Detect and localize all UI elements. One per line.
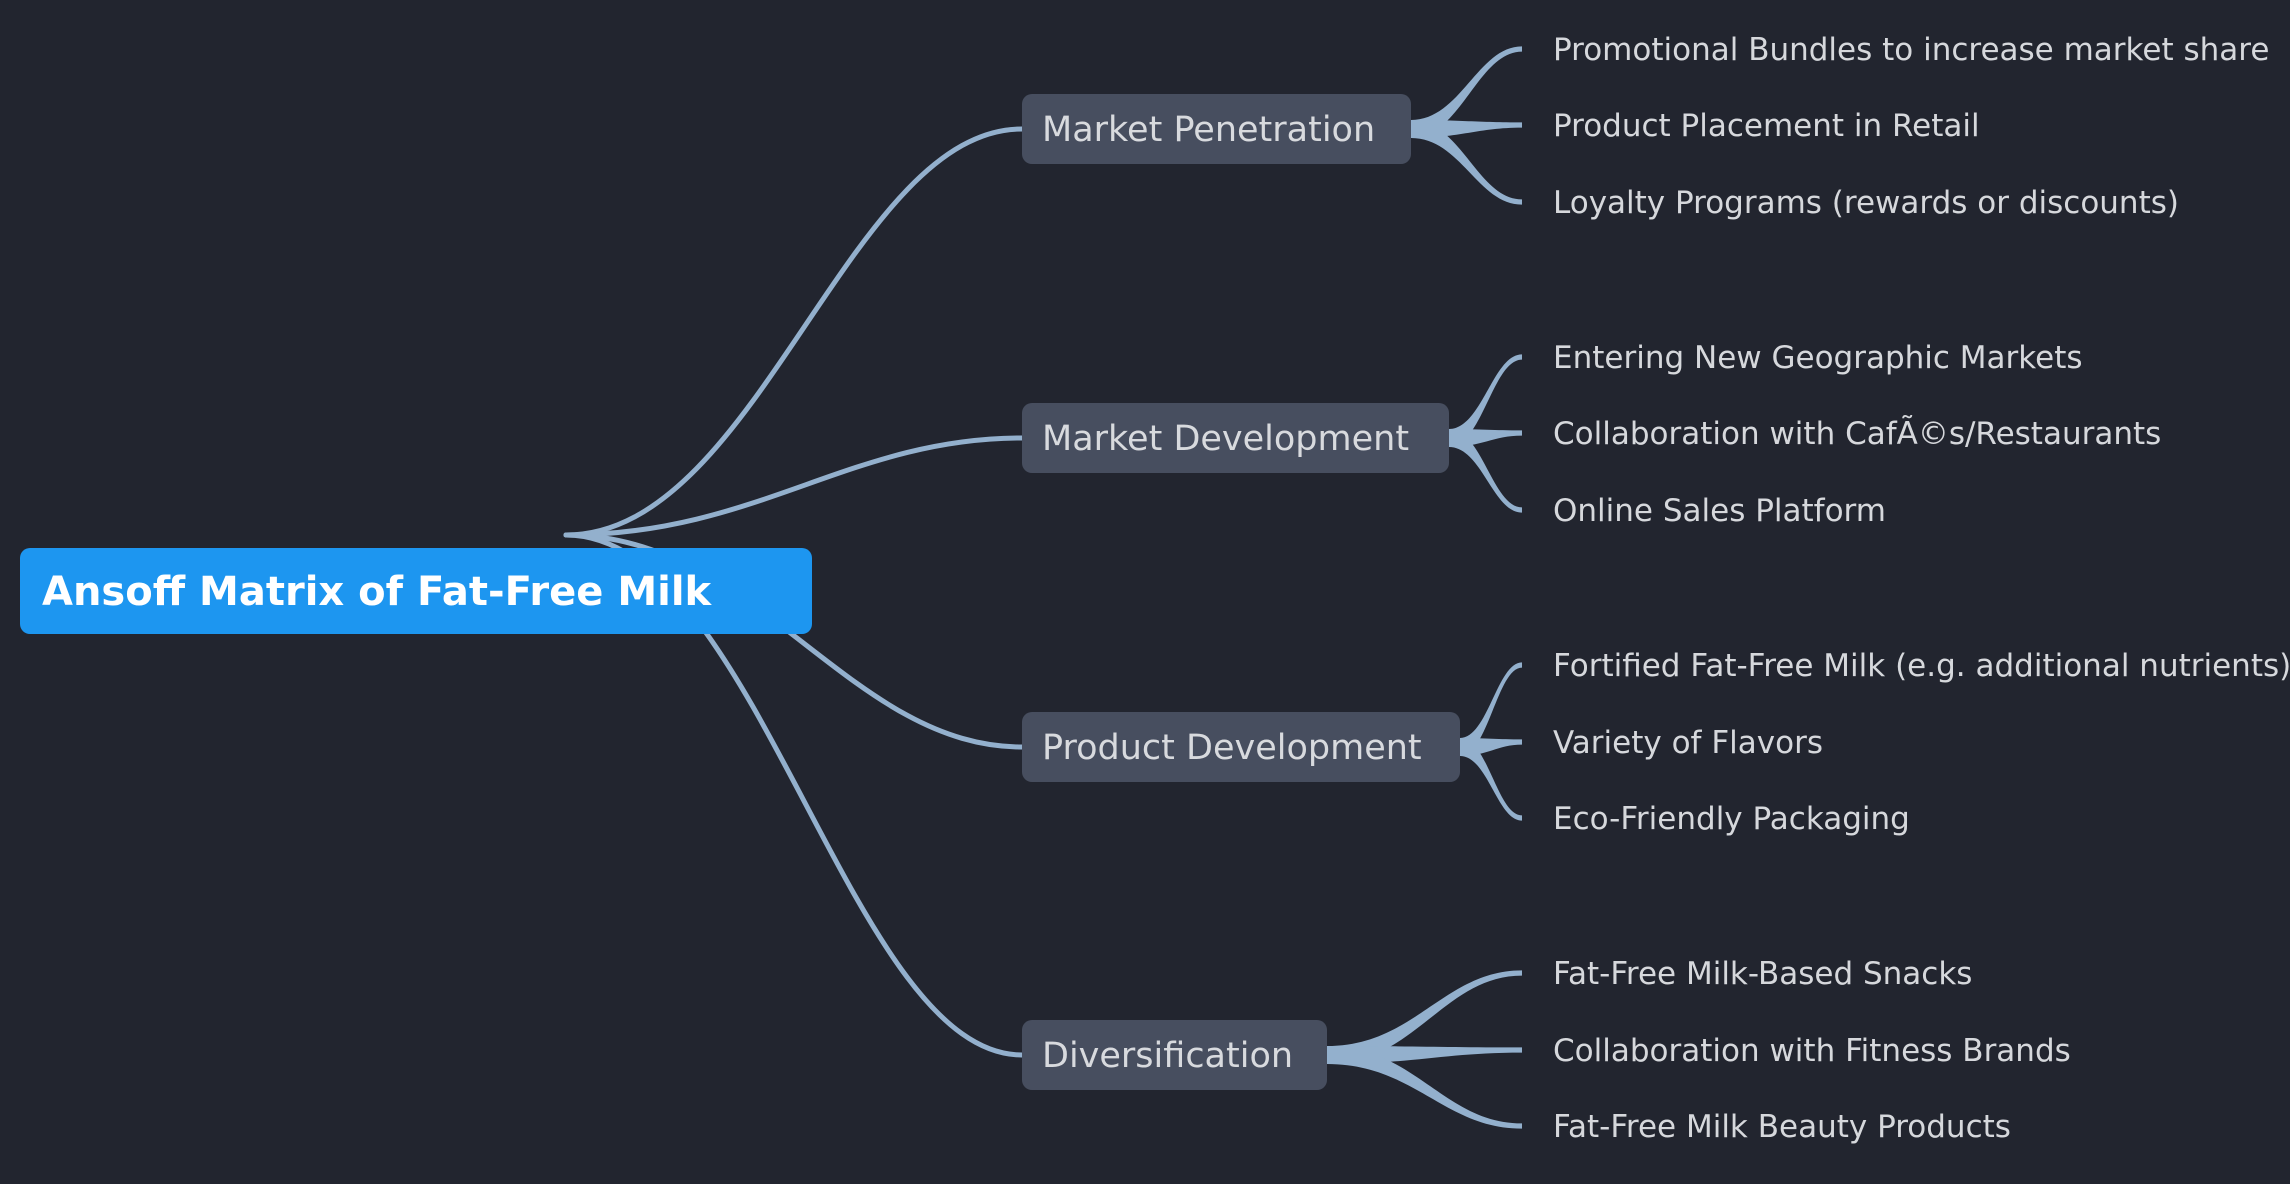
leaf-label-market-development-2: Online Sales Platform (1553, 493, 1886, 529)
leaf-label-market-development-1: Collaboration with CafÃ©s/Restaurants (1553, 416, 2161, 452)
root-node-group: Ansoff Matrix of Fat-Free Milk (20, 548, 812, 634)
branch-node-label-diversification: Diversification (1042, 1036, 1293, 1076)
leaf-label-market-penetration-1: Product Placement in Retail (1553, 108, 1980, 144)
branch-node-label-product-development: Product Development (1042, 728, 1422, 768)
trunk-connector-market-development (563, 435, 1025, 538)
leaf-label-market-penetration-0: Promotional Bundles to increase market s… (1553, 32, 2269, 68)
leaf-label-market-penetration-2: Loyalty Programs (rewards or discounts) (1553, 185, 2179, 221)
leaf-node-group: Promotional Bundles to increase market s… (1553, 32, 2290, 1145)
leaf-label-product-development-2: Eco-Friendly Packaging (1553, 801, 1910, 837)
trunk-connector-product-development (563, 532, 1025, 750)
leaf-connector-market-development-0 (1449, 354, 1522, 447)
leaf-label-diversification-1: Collaboration with Fitness Brands (1553, 1033, 2071, 1069)
root-node-box[interactable] (20, 548, 812, 634)
leaf-connector-group (1327, 46, 1522, 1129)
root-node-label: Ansoff Matrix of Fat-Free Milk (42, 569, 713, 615)
leaf-label-product-development-0: Fortified Fat-Free Milk (e.g. additional… (1553, 648, 2290, 684)
leaf-connector-diversification-2 (1327, 1046, 1522, 1129)
leaf-connector-diversification-0 (1327, 970, 1522, 1064)
branch-node-label-market-development: Market Development (1042, 419, 1409, 459)
branch-node-label-market-penetration: Market Penetration (1042, 110, 1375, 150)
leaf-connector-market-penetration-2 (1411, 120, 1522, 205)
branch-node-box-product-development[interactable] (1022, 712, 1460, 782)
branch-node-box-market-development[interactable] (1022, 403, 1449, 473)
trunk-connector-market-penetration (563, 126, 1025, 538)
leaf-connector-market-development-2 (1449, 429, 1522, 513)
branch-node-box-diversification[interactable] (1022, 1020, 1327, 1090)
leaf-label-product-development-1: Variety of Flavors (1553, 725, 1823, 761)
leaf-connector-product-development-0 (1460, 662, 1522, 756)
leaf-label-diversification-0: Fat-Free Milk-Based Snacks (1553, 956, 1972, 992)
leaf-label-diversification-2: Fat-Free Milk Beauty Products (1553, 1109, 2011, 1145)
branch-node-box-market-penetration[interactable] (1022, 94, 1411, 164)
leaf-connector-product-development-2 (1460, 738, 1522, 821)
leaf-label-market-development-0: Entering New Geographic Markets (1553, 340, 2083, 376)
leaf-connector-market-penetration-0 (1411, 46, 1522, 138)
